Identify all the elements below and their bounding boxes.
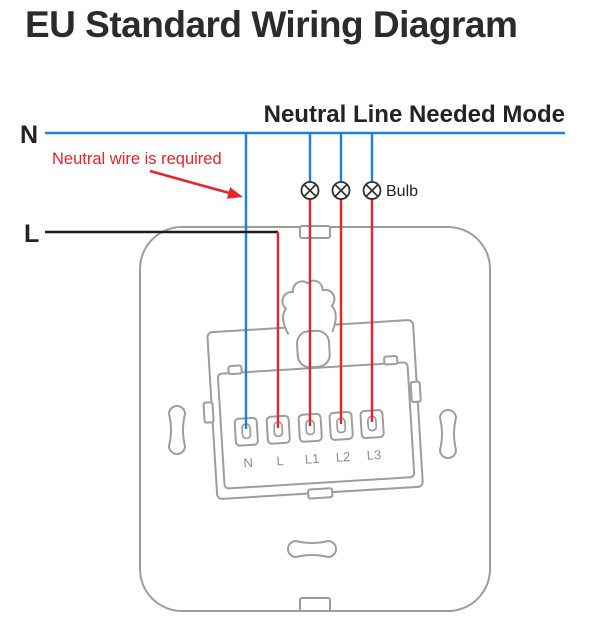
module-tab-right: [383, 355, 399, 366]
terminal-label-l3: L3: [366, 447, 381, 463]
page-title: EU Standard Wiring Diagram: [25, 4, 518, 45]
terminal-label-n: N: [243, 455, 253, 471]
module-tab-left: [227, 364, 243, 376]
bulbs: [300, 181, 382, 200]
bulb-label: Bulb: [386, 183, 418, 200]
bulb-icon: [362, 181, 382, 200]
wiring: [45, 131, 565, 429]
arrow-shaft: [149, 169, 232, 195]
bulb-icon: [331, 181, 351, 200]
frame-bottom-tab: [307, 487, 334, 500]
bulb-icon: [300, 181, 320, 200]
live-drop-wires: [276, 199, 374, 428]
warning-text: Neutral wire is required: [52, 150, 222, 168]
neutral-label: N: [20, 121, 38, 149]
frame-right-tab: [409, 380, 422, 403]
warning-arrow-icon: [149, 169, 243, 199]
bulb-cross: [365, 184, 379, 197]
left-screw-slot: [168, 405, 186, 455]
bottom-screw-slot: [287, 540, 337, 558]
bottom-tab: [299, 597, 331, 612]
right-screw-slot: [439, 409, 457, 459]
bulb-cross: [334, 184, 348, 197]
bulb-cross: [303, 184, 317, 197]
switch-device: N L L1 L2 L3: [139, 225, 491, 612]
neutral-drop-wires: [244, 133, 374, 429]
clip-neck: [296, 329, 331, 369]
terminal-label-l1: L1: [304, 451, 319, 467]
terminal-label-l: L: [276, 453, 284, 468]
live-label: L: [24, 220, 39, 248]
mounting-frame: N L L1 L2 L3: [202, 279, 424, 500]
mode-label: Neutral Line Needed Mode: [264, 101, 565, 128]
frame-left-tab: [202, 401, 215, 424]
arrow-head: [226, 187, 243, 199]
terminal-label-l2: L2: [335, 449, 350, 465]
top-tab: [299, 225, 331, 239]
